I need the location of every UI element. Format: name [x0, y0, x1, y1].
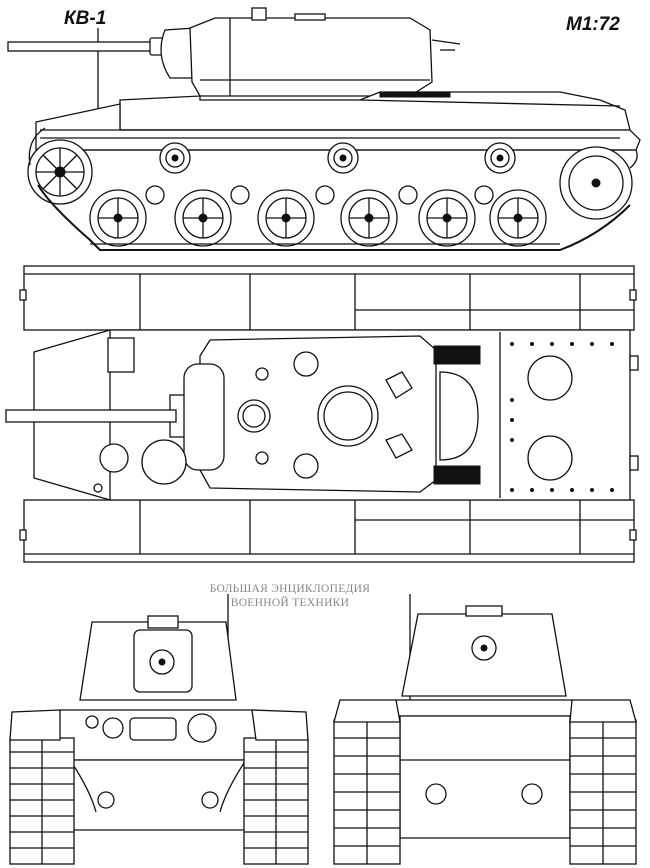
- idler-wheel: [559, 146, 633, 220]
- watermark-line-1: БОЛЬШАЯ ЭНЦИКЛОПЕДИЯ: [209, 583, 371, 595]
- front-view: [9, 594, 309, 865]
- drive-sprocket: [27, 139, 93, 205]
- watermark: БОЛЬШАЯ ЭНЦИКЛОПЕДИЯ ВОЕННОЙ ТЕХНИКИ: [190, 582, 390, 610]
- top-view: [5, 265, 639, 563]
- right-track-top: [23, 499, 635, 563]
- road-wheels: [89, 189, 547, 247]
- return-rollers: [159, 142, 516, 174]
- model-label: КВ-1: [64, 8, 107, 29]
- watermark-line-2: ВОЕННОЙ ТЕХНИКИ: [230, 597, 350, 609]
- front-right-track: [243, 737, 309, 865]
- upper-track-links: [40, 129, 620, 139]
- front-left-track: [9, 737, 75, 865]
- side-view: [7, 7, 641, 251]
- left-track-top: [23, 265, 635, 331]
- rear-view: [333, 594, 637, 865]
- scale-label: М1:72: [566, 14, 620, 35]
- rear-left-track: [333, 719, 401, 865]
- suspension-units: [145, 185, 494, 205]
- rear-right-track: [569, 719, 637, 865]
